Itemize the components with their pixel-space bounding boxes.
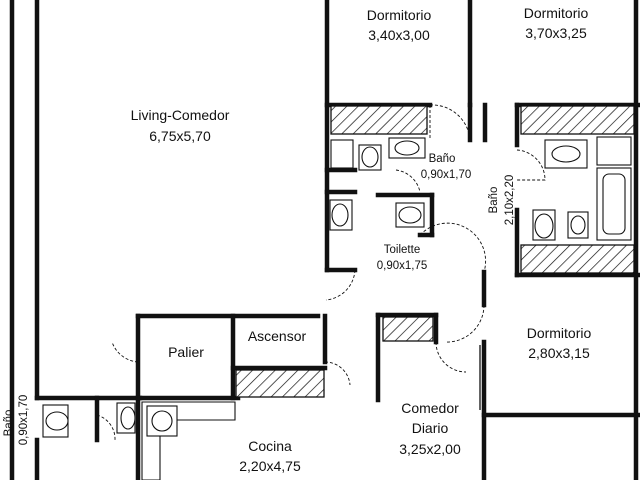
doors [96,104,546,441]
living-size: 6,75x5,70 [149,128,211,144]
ascensor-name: Ascensor [248,328,307,344]
bano1-name: Baño [429,153,456,165]
dorm2-name: Dormitorio [524,5,589,21]
bano1-size: 0,90x1,70 [421,169,472,181]
dorm1-size: 3,40x3,00 [368,27,430,43]
toilette-name: Toilette [384,244,420,256]
dorm1-name: Dormitorio [367,7,432,23]
bano2-size: 2,10x2,20 [504,175,516,226]
room-labels: Living-Comedor 6,75x5,70 Dormitorio 3,40… [3,5,591,474]
comedor-name2: Diario [412,420,449,436]
cocina-name: Cocina [248,438,292,454]
comedor-size: 3,25x2,00 [399,441,461,457]
bano3-name: Baño [3,410,15,437]
walls [9,0,640,480]
living-name: Living-Comedor [131,107,230,123]
palier-name: Palier [168,344,204,360]
cocina-size: 2,20x4,75 [239,458,301,474]
bano2-name: Baño [488,187,500,214]
comedor-name: Comedor [401,400,459,416]
dorm3-name: Dormitorio [527,325,592,341]
dorm3-size: 2,80x3,15 [528,345,590,361]
dorm2-size: 3,70x3,25 [525,25,587,41]
bano3-size: 0,90x1,70 [18,395,30,446]
hatched-walls [235,105,635,398]
toilette-size: 0,90x1,75 [377,260,428,272]
fixtures [42,136,632,480]
